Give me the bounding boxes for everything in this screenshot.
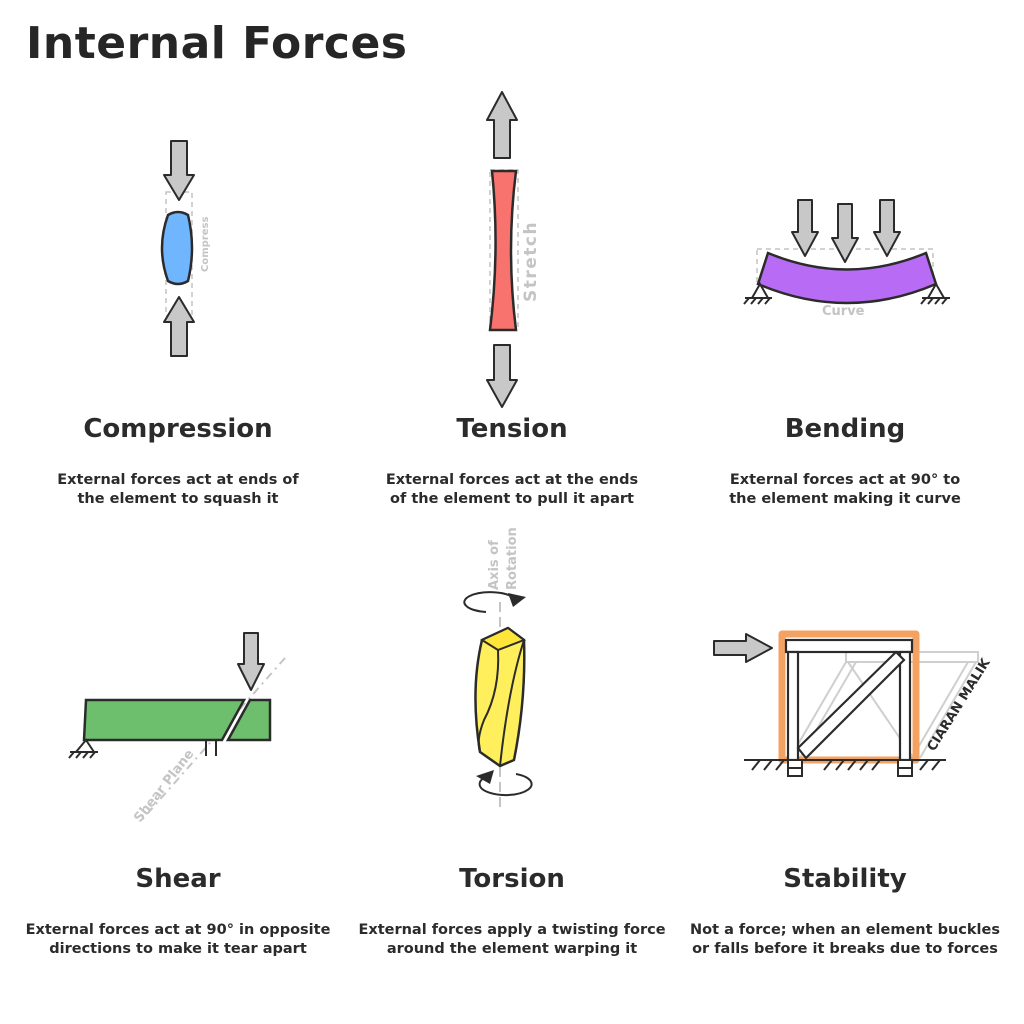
compression-description: External forces act at ends of the eleme…	[57, 472, 299, 507]
compress-label: Compress	[200, 217, 211, 272]
curve-label: Curve	[822, 304, 865, 319]
bending-description: External forces act at 90° to the elemen…	[729, 472, 961, 507]
tension-illustration: Stretch	[486, 91, 541, 408]
arrow-up-icon	[486, 91, 518, 159]
rotation-arrow-icon	[463, 591, 515, 613]
arrow-down-icon	[831, 203, 859, 263]
arrow-up-icon	[163, 296, 195, 357]
bending-title: Bending	[784, 414, 906, 444]
arrow-down-icon	[237, 632, 265, 691]
compression-illustration: Compress	[160, 140, 211, 357]
bending-illustration: Curve	[743, 199, 950, 319]
arrow-right-icon	[713, 633, 773, 663]
torsion-twist-line-2	[499, 639, 525, 767]
page-title: Internal Forces	[26, 18, 408, 69]
buckled-frame-ghost	[789, 651, 979, 759]
axis-label-line2: Rotation	[505, 527, 520, 590]
arrow-down-icon	[163, 140, 195, 201]
torsion-element	[474, 626, 526, 768]
tension-title: Tension	[456, 414, 568, 444]
bending-element	[756, 251, 938, 305]
stability-description: Not a force; when an element buckles or …	[690, 922, 1000, 957]
stability-title: Stability	[783, 864, 907, 894]
arrow-down-icon	[873, 199, 901, 257]
shear-plane-line	[139, 657, 286, 823]
rotation-arrow-icon	[478, 773, 533, 797]
rigid-frame	[784, 638, 914, 762]
shear-description: External forces act at 90° in opposite d…	[25, 922, 331, 957]
axis-label-line1: Axis of	[487, 540, 502, 590]
shear-element-left	[82, 698, 247, 742]
shear-plane-label: Shear Plane	[131, 747, 197, 826]
stability-illustration: CIARAN MALIK	[713, 630, 994, 777]
credit-label: CIARAN MALIK	[925, 655, 994, 754]
tension-element	[488, 169, 518, 332]
arrow-down-icon	[791, 199, 819, 257]
rotation-arrowhead-icon	[508, 593, 526, 607]
pin-support-icon	[68, 738, 98, 759]
shear-title: Shear	[135, 864, 221, 894]
shear-illustration: Shear Plane	[68, 632, 286, 826]
torsion-description: External forces apply a twisting force a…	[358, 922, 666, 957]
torsion-title: Torsion	[459, 864, 565, 894]
tension-description: External forces act at the ends of the e…	[385, 472, 639, 507]
pin-support-icon	[920, 281, 950, 305]
stretch-label: Stretch	[521, 221, 541, 302]
pin-support-icon	[743, 281, 772, 305]
compression-title: Compression	[83, 414, 273, 444]
torsion-twist-line	[477, 649, 500, 753]
compression-element	[160, 210, 194, 286]
arrow-down-icon	[486, 344, 518, 408]
torsion-illustration: Axis of Rotation	[463, 527, 533, 810]
rotation-arrowhead-icon	[476, 770, 494, 784]
shear-support-icon	[205, 740, 217, 756]
shear-element-right	[225, 698, 272, 742]
footing-icon	[787, 759, 913, 777]
